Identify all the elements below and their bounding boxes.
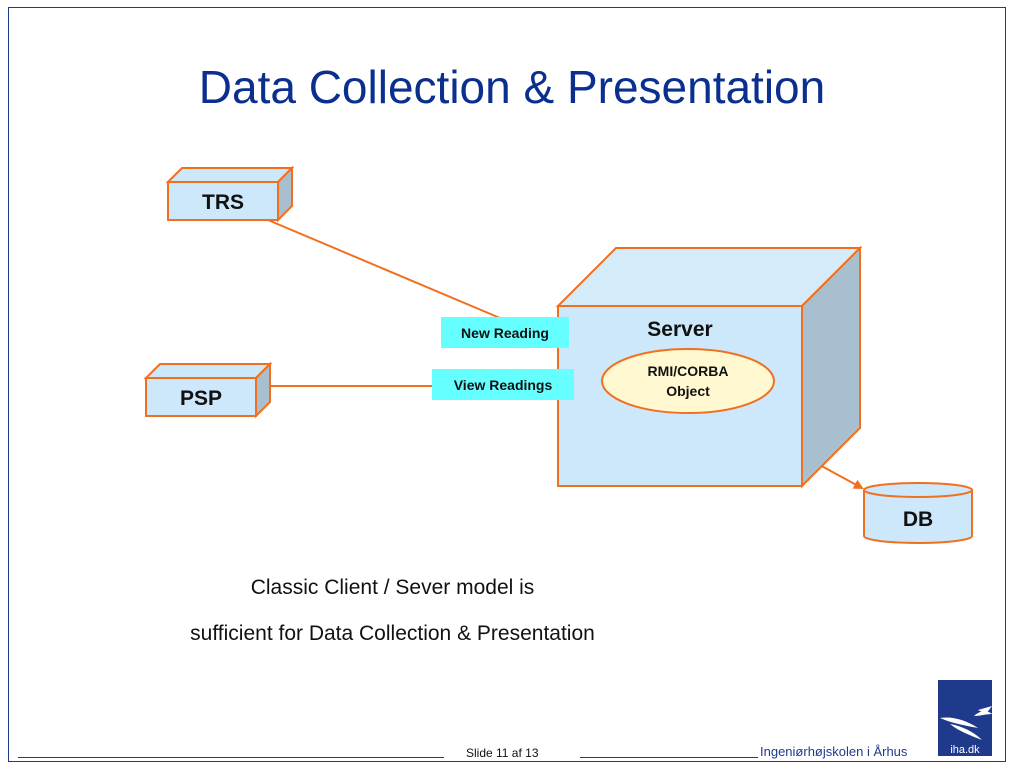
- view-readings-tag: View Readings: [432, 369, 574, 400]
- institution-name: Ingeniørhøjskolen i Århus: [760, 744, 908, 759]
- server-label: Server: [647, 318, 712, 341]
- slide-number: Slide 11 af 13: [466, 746, 539, 760]
- iha-logo: [938, 680, 992, 756]
- rmi-label-line2: Object: [666, 383, 710, 399]
- new-reading-label: New Reading: [461, 325, 549, 341]
- logo-text: iha.dk: [950, 744, 980, 756]
- caption-line-2: sufficient for Data Collection & Present…: [190, 622, 595, 645]
- slide-title: Data Collection & Presentation: [198, 61, 826, 113]
- new-reading-tag: New Reading: [441, 317, 569, 348]
- bird-icon: [940, 706, 992, 740]
- db-label: DB: [903, 508, 933, 531]
- rmi-label-line1: RMI/CORBA: [648, 363, 729, 379]
- trs-label: TRS: [202, 191, 244, 214]
- trs-connector: [267, 219, 501, 319]
- caption-line-1: Classic Client / Sever model is: [250, 576, 535, 599]
- slide-frame: [8, 7, 1006, 762]
- db-node: DB: [863, 482, 973, 544]
- footer-rule-left: [18, 757, 444, 758]
- trs-node: TRS: [165, 165, 295, 223]
- view-readings-label: View Readings: [454, 377, 553, 393]
- psp-node: PSP: [143, 361, 273, 419]
- footer-rule-right: [580, 757, 758, 758]
- rmi-corba-object: RMI/CORBA Object: [601, 348, 775, 414]
- psp-label: PSP: [180, 387, 222, 410]
